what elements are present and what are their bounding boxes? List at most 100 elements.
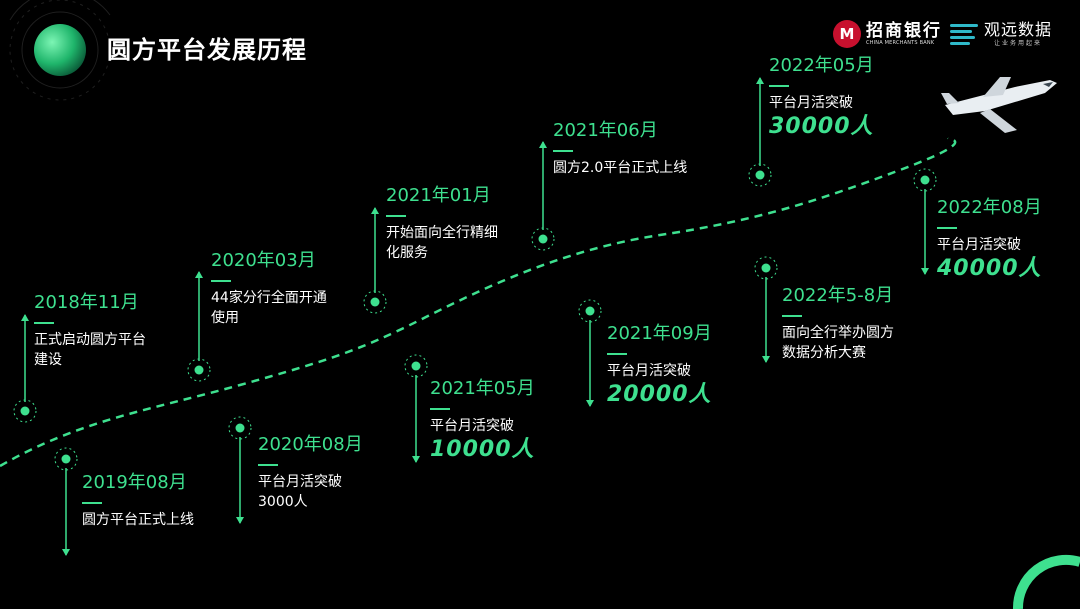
event-desc-line: 使用 bbox=[211, 310, 239, 326]
marker-ring bbox=[578, 299, 602, 323]
marker-dot bbox=[585, 306, 595, 316]
event-marker bbox=[404, 354, 428, 463]
event-milestone-value: 10000人 bbox=[430, 437, 535, 462]
event-description: 44家分行全面开通使用 bbox=[211, 288, 327, 328]
event-desc-line: 平台月活突破 bbox=[258, 474, 342, 490]
event-date: 2021年01月 bbox=[386, 185, 491, 206]
event-description: 正式启动圆方平台建设 bbox=[34, 330, 146, 370]
event-date: 2020年08月 bbox=[258, 434, 363, 455]
arrow-down-icon bbox=[62, 549, 70, 556]
event-2020-03: 2020年03月 44家分行全面开通使用 bbox=[211, 250, 327, 328]
event-divider bbox=[553, 150, 573, 152]
event-desc-line: 开始面向全行精细 bbox=[386, 225, 498, 241]
marker-ring bbox=[54, 447, 78, 471]
guanyuan-logo-cn: 观远数据 bbox=[983, 20, 1052, 39]
arrow-up-icon bbox=[539, 141, 547, 148]
event-2021-06: 2021年06月 圆方2.0平台正式上线 bbox=[553, 120, 687, 178]
cmb-logo: 招商银行 CHINA MERCHANTS BANK bbox=[866, 22, 942, 47]
cmb-logo-icon: M bbox=[832, 20, 861, 48]
header-logos: M 招商银行 CHINA MERCHANTS BANK 观远数据 让业务用起来 bbox=[832, 20, 1052, 48]
event-marker bbox=[578, 299, 602, 407]
event-date: 2022年5-8月 bbox=[782, 285, 894, 306]
arrow-up-icon bbox=[21, 314, 29, 321]
arrow-up-icon bbox=[371, 207, 379, 214]
event-date: 2021年06月 bbox=[553, 120, 658, 141]
event-divider bbox=[769, 85, 789, 87]
event-2021-09: 2021年09月 平台月活突破 20000人 bbox=[607, 323, 712, 409]
marker-dot bbox=[755, 170, 765, 180]
event-description: 平台月活突破 3000人 bbox=[258, 472, 363, 512]
event-marker bbox=[363, 207, 387, 314]
arrow-down-icon bbox=[586, 400, 594, 407]
event-date: 2019年08月 bbox=[82, 472, 187, 493]
event-date: 2018年11月 bbox=[34, 292, 139, 313]
marker-dot bbox=[20, 406, 30, 416]
event-desc-line: 建设 bbox=[34, 352, 62, 368]
marker-ring bbox=[754, 256, 778, 280]
event-date: 2020年03月 bbox=[211, 250, 316, 271]
arrow-up-icon bbox=[756, 77, 764, 84]
event-description: 圆方平台正式上线 bbox=[82, 512, 194, 528]
marker-dot bbox=[920, 175, 930, 185]
event-divider bbox=[34, 322, 54, 324]
event-date: 2021年09月 bbox=[607, 323, 712, 344]
event-divider bbox=[607, 353, 627, 355]
event-marker bbox=[13, 314, 37, 423]
event-description: 圆方2.0平台正式上线 bbox=[553, 160, 688, 176]
cmb-logo-en: CHINA MERCHANTS BANK bbox=[865, 39, 935, 46]
event-desc-line: 正式启动圆方平台 bbox=[34, 332, 146, 348]
event-desc-line: 3000人 bbox=[258, 494, 308, 510]
event-2022-05-08: 2022年5-8月 面向全行举办圆方数据分析大赛 bbox=[782, 285, 894, 363]
marker-dot bbox=[235, 423, 245, 433]
event-2020-08: 2020年08月 平台月活突破 3000人 bbox=[258, 434, 363, 512]
event-2019-08: 2019年08月 圆方平台正式上线 bbox=[82, 472, 194, 530]
event-date: 2021年05月 bbox=[430, 378, 535, 399]
marker-dot bbox=[61, 454, 71, 464]
marker-dot bbox=[370, 297, 380, 307]
event-description: 平台月活突破 bbox=[430, 418, 514, 434]
event-marker bbox=[54, 447, 78, 556]
event-description: 平台月活突破 bbox=[937, 237, 1021, 253]
event-date: 2022年08月 bbox=[937, 197, 1042, 218]
event-2021-01: 2021年01月 开始面向全行精细化服务 bbox=[386, 185, 498, 263]
marker-ring bbox=[404, 354, 428, 378]
marker-dot bbox=[538, 234, 548, 244]
event-2022-05: 2022年05月 平台月活突破 30000人 bbox=[769, 55, 874, 141]
event-milestone-value: 40000人 bbox=[937, 256, 1042, 281]
event-milestone-value: 20000人 bbox=[607, 382, 712, 407]
event-desc-line: 44家分行全面开通 bbox=[211, 290, 327, 306]
event-desc-line: 化服务 bbox=[386, 245, 428, 261]
event-marker bbox=[754, 256, 778, 363]
marker-dot bbox=[411, 361, 421, 371]
page-title: 圆方平台发展历程 bbox=[107, 36, 307, 64]
corner-arc bbox=[1013, 554, 1080, 609]
guanyuan-logo-en: 让业务用起来 bbox=[993, 40, 1042, 47]
airplane-icon bbox=[941, 77, 1057, 133]
event-marker bbox=[228, 416, 252, 524]
event-description: 平台月活突破 bbox=[607, 363, 691, 379]
green-orb bbox=[34, 24, 86, 76]
event-divider bbox=[430, 408, 450, 410]
event-description: 开始面向全行精细化服务 bbox=[386, 223, 498, 263]
event-desc-line: 面向全行举办圆方 bbox=[782, 325, 894, 341]
event-2018-11: 2018年11月 正式启动圆方平台建设 bbox=[34, 292, 146, 370]
event-divider bbox=[82, 502, 102, 504]
event-desc-line: 数据分析大赛 bbox=[782, 345, 866, 361]
arrow-down-icon bbox=[236, 517, 244, 524]
arrow-up-icon bbox=[195, 271, 203, 278]
marker-ring bbox=[228, 416, 252, 440]
marker-ring bbox=[913, 168, 937, 192]
event-description: 面向全行举办圆方数据分析大赛 bbox=[782, 323, 894, 363]
corner-rings bbox=[9, 0, 111, 101]
event-divider bbox=[937, 227, 957, 229]
marker-dot bbox=[194, 365, 204, 375]
event-2021-05: 2021年05月 平台月活突破 10000人 bbox=[430, 378, 535, 464]
event-2022-08: 2022年08月 平台月活突破 40000人 bbox=[937, 197, 1042, 283]
arrow-down-icon bbox=[412, 456, 420, 463]
event-marker bbox=[748, 77, 772, 187]
guanyuan-logo-icon bbox=[949, 23, 978, 45]
event-date: 2022年05月 bbox=[769, 55, 874, 76]
event-divider bbox=[258, 464, 278, 466]
